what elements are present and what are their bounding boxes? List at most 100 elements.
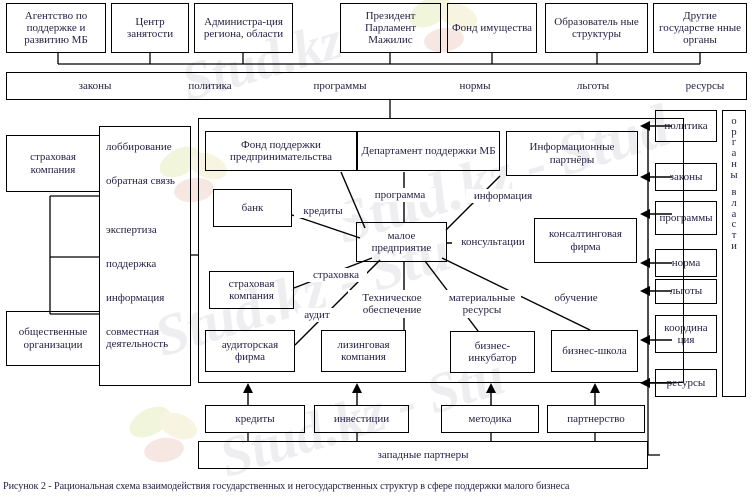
top-box-label: Агентство по поддержке и развитию МБ	[24, 9, 88, 47]
bottom-box-label: инвестиции	[333, 412, 390, 425]
right-box-laws[interactable]: законы	[655, 163, 717, 191]
right-box-benefits[interactable]: льготы	[655, 279, 717, 304]
edge-label-insurance: страховка	[305, 268, 367, 282]
right-box-label: льготы	[669, 285, 703, 298]
service-item: информация	[106, 292, 165, 304]
top-box-employment-center[interactable]: Центр занятости	[111, 3, 189, 53]
node-label: аудиторская фирма	[221, 338, 279, 363]
bottom-bar-western-partners[interactable]: западные партнеры	[198, 441, 648, 469]
top-box-label: Фонд имущества	[451, 21, 533, 34]
right-box-label: программы	[659, 211, 713, 224]
vertical-letter: в	[731, 187, 737, 199]
service-item: экспертиза	[106, 224, 157, 236]
right-box-label: ресурсы	[666, 376, 706, 389]
hub-small-enterprise[interactable]: малое предприятие	[356, 222, 447, 262]
node-insurance-company[interactable]: страховая компания	[209, 271, 294, 309]
top-box-region-administration[interactable]: Администра-ция региона, области	[194, 3, 293, 53]
left-box-public-organizations[interactable]: общественные организации	[6, 311, 100, 366]
services-list-panel: лоббирование обратная связь экспертиза п…	[99, 126, 191, 386]
node-business-school[interactable]: бизнес-школа	[551, 330, 638, 372]
vertical-letter: р	[731, 126, 737, 138]
right-box-label: координа ция	[664, 321, 708, 346]
edge-label-credits: кредиты	[294, 204, 352, 218]
top-box-label: Другие государстве нные органы	[658, 9, 742, 47]
vertical-letter: а	[731, 208, 737, 220]
right-box-label: политика	[664, 119, 708, 132]
bottom-box-label: методика	[468, 412, 512, 425]
instrument-policy: политика	[188, 80, 232, 93]
service-item: лоббирование	[106, 141, 172, 153]
instrument-programs: программы	[313, 80, 367, 93]
top-box-label: Администра-ция региона, области	[203, 15, 284, 40]
edge-label-information: информация	[466, 189, 540, 203]
instruments-bar	[6, 72, 747, 100]
right-box-label: норма	[671, 256, 701, 269]
top-box-label: Образователь ные структуры	[554, 15, 639, 40]
edge-label-training: обучение	[545, 291, 607, 305]
node-information-partners[interactable]: Информационные партнёры	[506, 131, 638, 176]
bottom-bar-label: западные партнеры	[377, 448, 469, 461]
edge-label-technical-support: Техническое обеспечение	[348, 290, 436, 318]
vertical-letter: и	[731, 240, 737, 252]
bottom-box-partnership[interactable]: партнерство	[547, 405, 645, 433]
instrument-norms: нормы	[459, 80, 491, 93]
vertical-letter: л	[731, 197, 737, 209]
figure-caption: Рисунок 2 - Рациональная схема взаимодей…	[3, 481, 570, 492]
instrument-laws: законы	[78, 80, 112, 93]
node-bank[interactable]: банк	[213, 189, 292, 227]
node-label: бизнес-инкубатор	[468, 339, 517, 364]
right-box-policy[interactable]: политика	[655, 110, 717, 142]
right-box-coordination[interactable]: координа ция	[655, 315, 717, 353]
instrument-resources: ресурсы	[685, 80, 725, 93]
vertical-letter: ы	[730, 169, 738, 181]
node-label: Информационные партнёры	[529, 141, 615, 166]
node-consulting-firm[interactable]: консалтинговая фирма	[534, 218, 637, 263]
bottom-box-label: кредиты	[235, 412, 275, 425]
main-diagram-panel	[198, 118, 684, 383]
right-box-programs[interactable]: программы	[655, 201, 717, 235]
node-label: страховая компания	[228, 277, 275, 302]
hub-label: малое предприятие	[371, 229, 432, 254]
node-label: лизинговая компания	[337, 338, 390, 363]
node-label: банк	[241, 201, 264, 214]
node-leasing-company[interactable]: лизинговая компания	[321, 330, 406, 372]
vertical-letter: г	[731, 137, 737, 149]
top-box-property-fund[interactable]: Фонд имущества	[447, 3, 537, 53]
left-box-label: общественные организации	[18, 326, 88, 351]
top-box-label: Центр занятости	[126, 15, 174, 40]
top-box-agency[interactable]: Агентство по поддержке и развитию МБ	[6, 3, 106, 53]
right-box-label: законы	[669, 170, 703, 183]
edge-label-consultations: консультации	[452, 235, 534, 249]
bottom-box-methodology[interactable]: методика	[441, 405, 539, 433]
top-box-label: Президент Парламент Мажилис	[364, 9, 417, 47]
node-label: Департамент поддержки МБ	[361, 144, 496, 157]
right-box-resources[interactable]: ресурсы	[655, 369, 717, 397]
vertical-letter: н	[731, 158, 737, 170]
top-box-other-state-bodies[interactable]: Другие государстве нные органы	[653, 3, 747, 53]
edge-label-material-resources: материальные ресурсы	[443, 290, 521, 318]
left-box-insurance-company[interactable]: страховая компания	[6, 135, 100, 192]
edge-label-audit: аудит	[298, 308, 336, 322]
service-item: обратная связь	[106, 175, 175, 187]
bottom-box-credits[interactable]: кредиты	[205, 405, 305, 433]
left-box-label: страховая компания	[30, 151, 76, 176]
vertical-letter: а	[731, 148, 737, 160]
bottom-box-investments[interactable]: инвестиции	[314, 405, 409, 433]
service-item: поддержка	[106, 258, 157, 270]
node-label: Фонд поддержки предпринимательства	[229, 138, 333, 163]
service-item: совместная деятельность	[106, 326, 169, 351]
bottom-box-label: партнерство	[567, 412, 625, 425]
node-audit-firm[interactable]: аудиторская фирма	[205, 330, 295, 372]
vertical-letter: с	[731, 219, 737, 231]
top-box-education-structures[interactable]: Образователь ные структуры	[545, 3, 648, 53]
node-sme-support-department[interactable]: Департамент поддержки МБ	[357, 131, 500, 171]
node-business-incubator[interactable]: бизнес-инкубатор	[450, 331, 535, 373]
node-label: бизнес-школа	[562, 344, 627, 357]
watermark-flower-icon	[129, 406, 198, 463]
vertical-letter: о	[731, 116, 737, 127]
right-box-norm[interactable]: норма	[655, 249, 717, 277]
top-box-president-parliament[interactable]: Президент Парламент Мажилис	[340, 3, 441, 53]
instrument-benefits: льготы	[576, 80, 610, 93]
node-entrepreneurship-support-fund[interactable]: Фонд поддержки предпринимательства	[205, 131, 357, 171]
